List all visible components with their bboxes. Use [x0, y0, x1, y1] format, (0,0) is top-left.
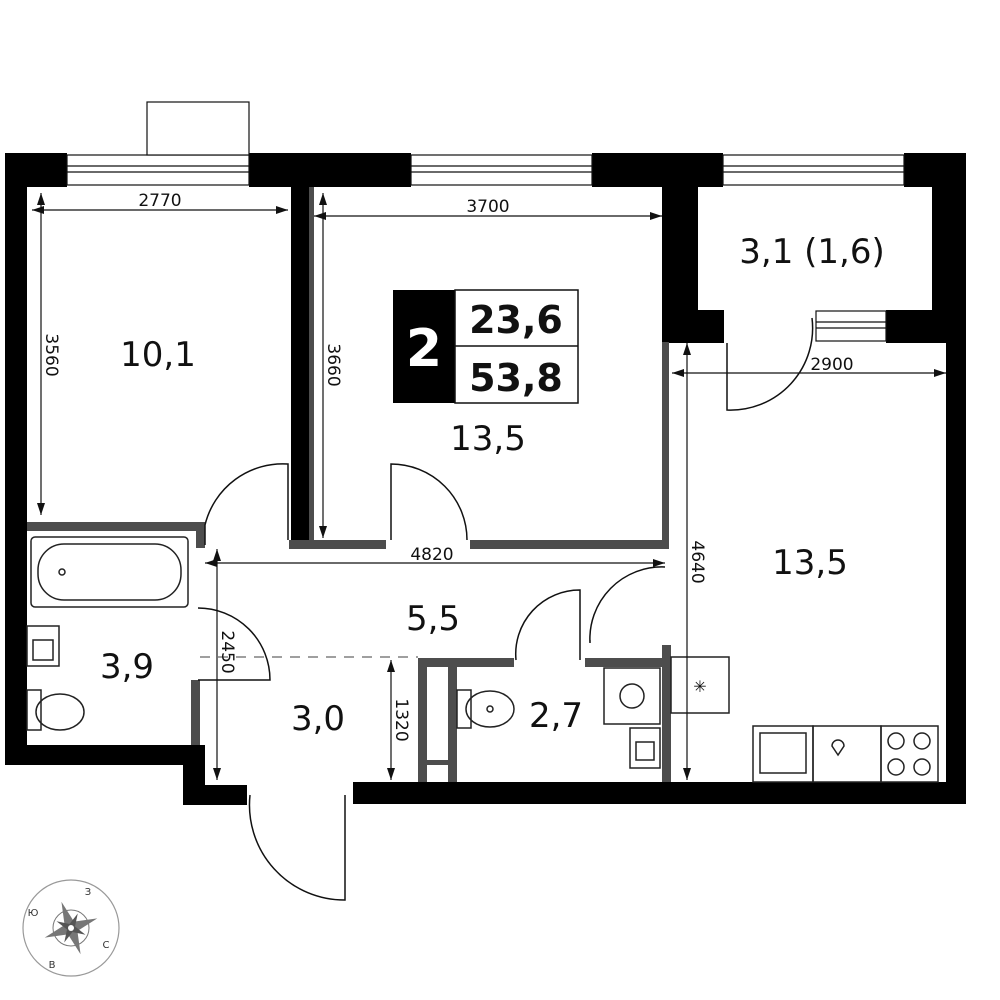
room-kitchen-area: 13,5 — [772, 543, 848, 583]
room-hall-area: 5,5 — [406, 599, 460, 639]
dim-kitchen-depth: 4640 — [687, 540, 707, 583]
room-wc-area: 2,7 — [529, 696, 583, 736]
exterior-walls — [5, 153, 966, 805]
room-bathroom-area: 3,9 — [100, 647, 154, 687]
dim-hall-length: 4820 — [410, 545, 453, 565]
room-balcony-area: 3,1 (1,6) — [739, 232, 884, 272]
fixtures — [26, 536, 939, 783]
compass-west: Ю — [28, 908, 39, 919]
compass-north: З — [85, 887, 91, 898]
washing-machine — [603, 667, 661, 725]
wc-toilet — [465, 690, 515, 728]
room-entry-area: 3,0 — [291, 699, 345, 739]
compass-east: С — [103, 940, 110, 951]
compass-south: В — [49, 960, 56, 971]
dim-living-width: 3700 — [466, 197, 509, 217]
dim-entry-depth: 1320 — [391, 698, 411, 741]
bathtub — [30, 536, 189, 608]
dim-bedroom-width: 2770 — [138, 191, 181, 211]
boiler — [670, 656, 730, 714]
dim-bedroom-depth: 3560 — [41, 333, 61, 376]
badge-total-space: 53,8 — [469, 356, 563, 400]
stove — [880, 725, 939, 783]
windows — [66, 101, 905, 342]
room-living-area: 13,5 — [450, 419, 526, 459]
dimension-lines — [32, 193, 946, 780]
partitions — [27, 187, 671, 782]
dim-living-depth: 3660 — [323, 343, 343, 386]
doors — [197, 317, 814, 901]
badge-living-space: 23,6 — [469, 298, 563, 342]
bath-toilet — [35, 693, 85, 731]
apartment-badge: 2 23,6 53,8 — [393, 289, 579, 404]
dim-kitchen-width: 2900 — [810, 355, 853, 375]
room-bedroom-area: 10,1 — [120, 335, 196, 375]
dim-bath-depth: 2450 — [217, 630, 237, 673]
badge-rooms-count: 2 — [406, 319, 442, 379]
bath-sink — [26, 625, 60, 667]
boiler-symbol: ✳ — [693, 677, 706, 696]
compass: З С В Ю — [22, 879, 120, 977]
wc-sink — [629, 727, 661, 769]
